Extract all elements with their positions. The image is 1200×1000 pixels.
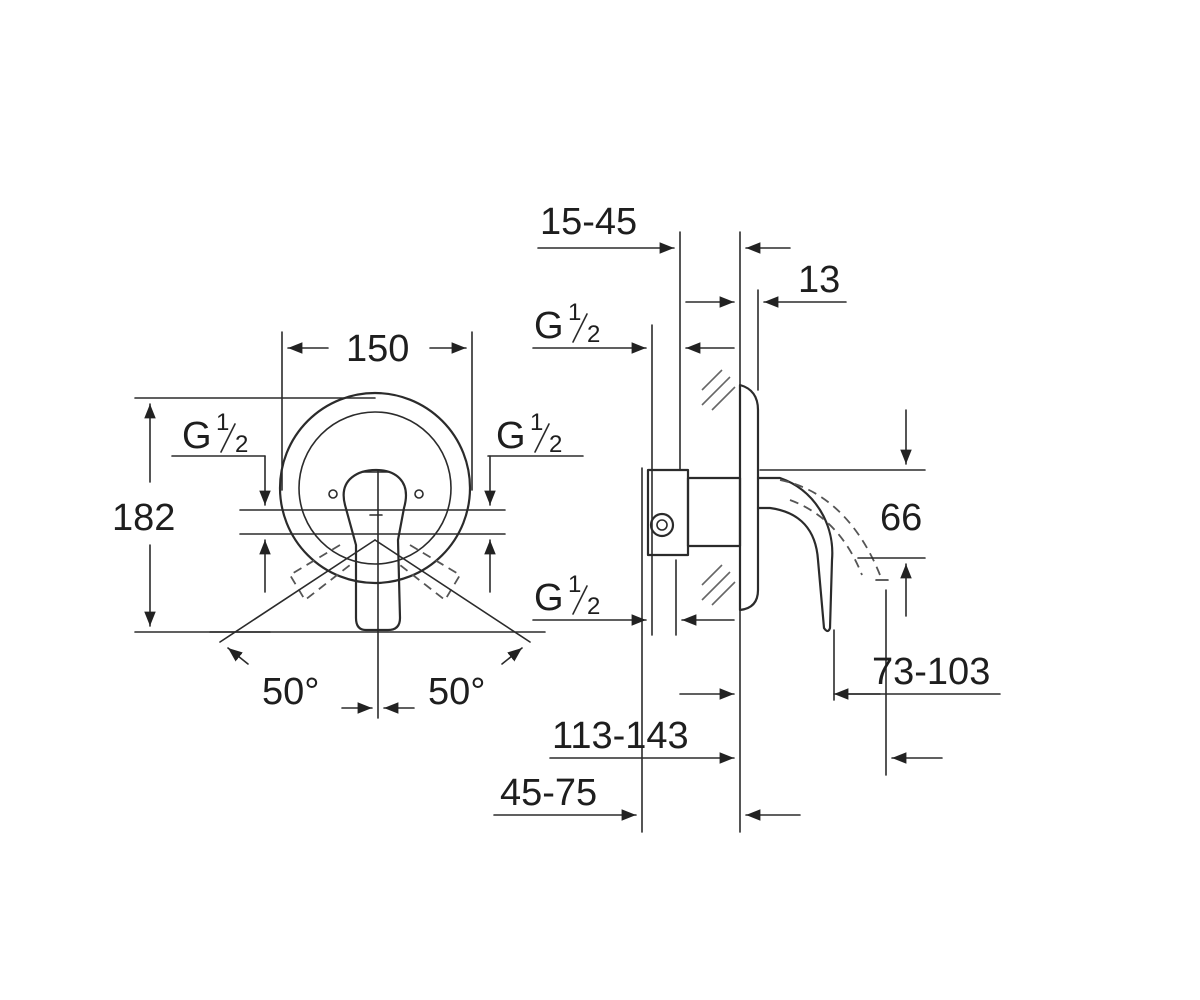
dim-height: 182 <box>112 497 175 539</box>
angle-left: 50° <box>262 671 319 713</box>
wall-hatch <box>701 369 736 606</box>
side-view: 15-45 13 G 1 2 66 G 1 2 73-103 <box>493 201 1001 833</box>
svg-text:1: 1 <box>530 409 543 436</box>
svg-text:2: 2 <box>235 431 248 458</box>
dim-body-depth: 45-75 <box>500 772 597 814</box>
valve-body <box>646 468 690 557</box>
dim-wall: 15-45 <box>540 201 637 243</box>
thread-bottom-label: G <box>534 577 564 619</box>
svg-text:1: 1 <box>216 409 229 436</box>
cover-plate-inner <box>298 411 452 565</box>
dim-total-depth: 113-143 <box>552 715 689 757</box>
dim-width: 150 <box>346 328 409 370</box>
handle-side <box>756 476 834 633</box>
dim-handle-height: 66 <box>880 497 922 539</box>
angle-right: 50° <box>428 671 485 713</box>
rotated-handle-left <box>288 544 351 602</box>
svg-text:2: 2 <box>587 321 600 348</box>
thread-right-label: G <box>496 415 526 457</box>
svg-text:2: 2 <box>549 431 562 458</box>
svg-text:1: 1 <box>568 299 581 326</box>
outlet-port <box>649 512 675 538</box>
cover-plate-outer <box>278 391 472 585</box>
handle-front <box>342 468 407 632</box>
svg-text:2: 2 <box>587 593 600 620</box>
thread-top-label: G <box>534 305 564 347</box>
front-view: 150 182 G 1 2 G 1 2 50° 50° <box>112 328 584 719</box>
dim-plate: 13 <box>798 259 840 301</box>
dim-handle-reach: 73-103 <box>872 651 990 693</box>
thread-left-label: G <box>182 415 212 457</box>
svg-text:1: 1 <box>568 571 581 598</box>
rotated-handle-right <box>399 544 462 602</box>
wall-plate <box>738 383 760 612</box>
